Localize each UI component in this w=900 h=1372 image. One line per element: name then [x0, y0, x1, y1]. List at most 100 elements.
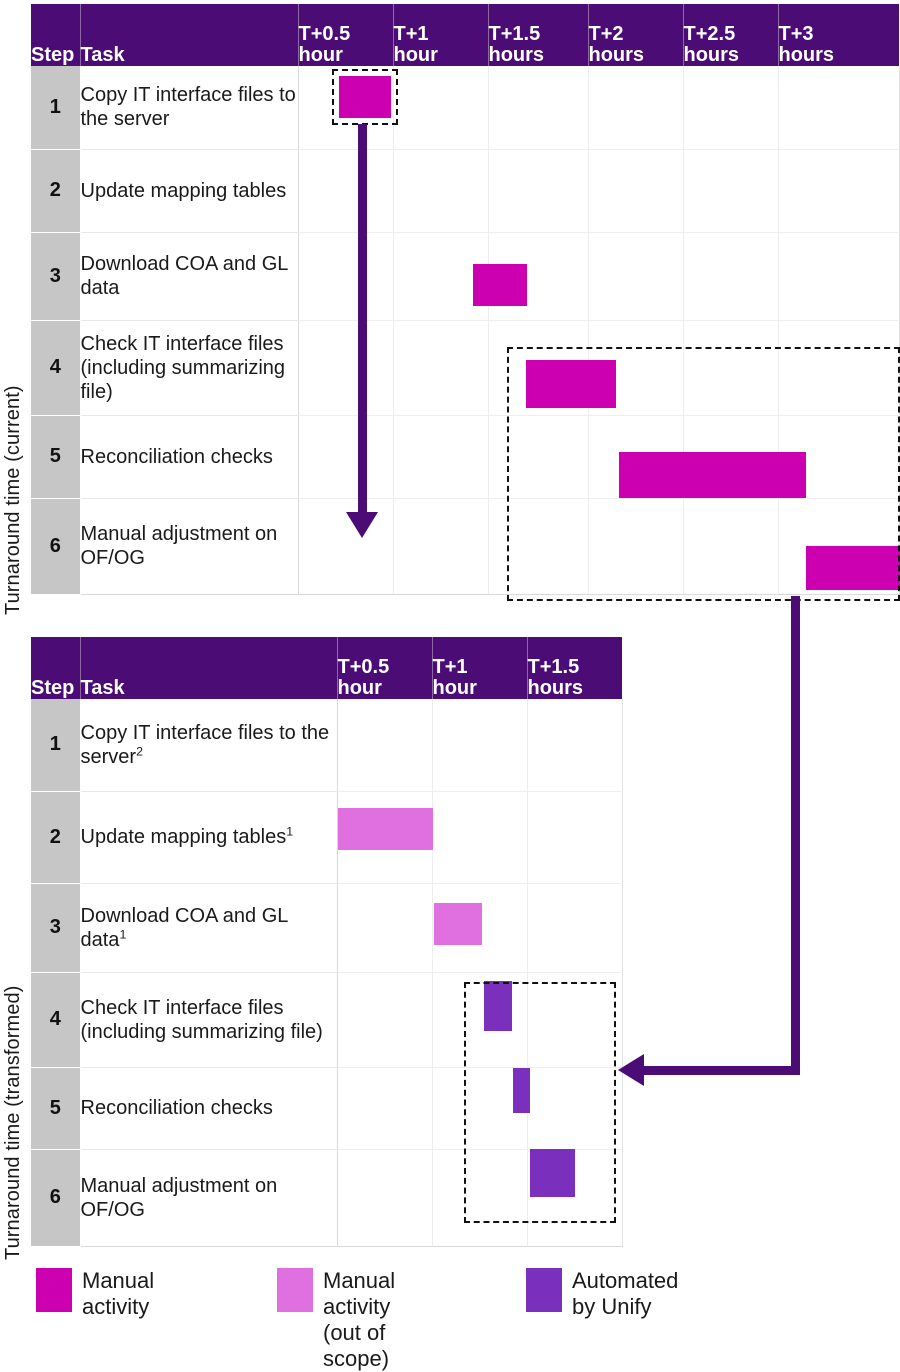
bar-current-step-3 — [473, 264, 527, 306]
col-header-t05: T+0.5 hour — [298, 4, 394, 66]
step-number: 4 — [31, 320, 81, 416]
step-number: 6 — [31, 1149, 81, 1246]
step-number: 6 — [31, 498, 81, 594]
bar-current-step-4 — [526, 360, 616, 408]
col-header-step: Step — [31, 4, 81, 66]
col-header-step: Step — [31, 637, 81, 699]
col-header-t05: T+0.5 hour — [337, 637, 433, 699]
table-row: 6 Manual adjustment on OF/OG — [31, 498, 900, 595]
slot-t1 — [393, 320, 489, 416]
slot-t1 — [393, 498, 489, 595]
slot-t2 — [588, 66, 684, 150]
slot-t1 — [393, 232, 489, 321]
slot-t05 — [298, 415, 394, 499]
task-text: Manual adjustment on OF/OG — [80, 1174, 278, 1221]
step-number: 4 — [31, 972, 81, 1068]
slot-t15 — [488, 66, 589, 150]
slot-t1 — [432, 699, 528, 792]
bar-transformed-step-6 — [530, 1149, 575, 1197]
task-label: Update mapping tables1 — [80, 791, 338, 884]
col-header-t2: T+2 hours — [588, 4, 684, 66]
col-header-t3: T+3 hours — [778, 4, 899, 66]
slot-t1 — [432, 1149, 528, 1247]
arrow-down-icon-current — [346, 512, 378, 538]
legend-item-manual-out-of-scope: Manual activity (out of scope) — [277, 1268, 395, 1372]
slot-t2 — [588, 320, 684, 416]
slot-t2 — [588, 498, 684, 595]
dashed-box-current-step-1 — [332, 69, 398, 125]
arrow-left-icon-between-tables — [618, 1054, 644, 1086]
step-number: 2 — [31, 149, 81, 233]
slot-t15 — [488, 415, 589, 499]
task-footnote-marker: 1 — [286, 824, 294, 839]
bar-current-step-6 — [806, 546, 900, 590]
slot-t05 — [337, 1149, 433, 1247]
dashed-box-current-steps-4-6 — [507, 347, 900, 601]
slot-t25 — [683, 149, 779, 233]
axis-label-transformed: Turnaround time (transformed) — [2, 985, 24, 1260]
slot-t15 — [527, 883, 623, 973]
task-label: Reconciliation checks — [80, 415, 299, 499]
slot-t15 — [527, 972, 623, 1068]
legend-label: Automated by Unify — [572, 1268, 679, 1319]
bar-current-step-1 — [339, 76, 391, 118]
legend-label: Manual activity — [82, 1268, 155, 1319]
bar-transformed-step-5 — [513, 1068, 530, 1113]
table-row: 2 Update mapping tables — [31, 149, 900, 233]
slot-t25 — [683, 66, 779, 150]
col-header-t15: T+1.5 hours — [527, 637, 622, 699]
bar-transformed-step-4 — [484, 981, 512, 1031]
table-row: 3 Download COA and GL data — [31, 232, 900, 321]
slot-t25 — [683, 232, 779, 321]
slot-t2 — [588, 232, 684, 321]
step-number: 1 — [31, 66, 81, 150]
task-footnote-marker: 2 — [136, 744, 143, 759]
task-label: Check IT interface files (including summ… — [80, 972, 338, 1068]
slot-t05 — [337, 883, 433, 973]
task-footnote-marker: 1 — [119, 926, 127, 941]
slot-t15 — [527, 791, 623, 884]
slot-t05 — [337, 972, 433, 1068]
table-current-header-row: Step Task T+0.5 hour T+1 hour T+1.5 hour… — [31, 4, 899, 66]
gantt-diagram: Turnaround time (current) Step Task T+0.… — [2, 4, 900, 1371]
col-header-task: Task — [80, 637, 338, 699]
connector-line-horizontal-between-tables — [644, 1066, 796, 1075]
slot-t3 — [778, 66, 900, 150]
slot-t1 — [393, 415, 489, 499]
table-row: 3 Download COA and GL data1 — [31, 883, 623, 973]
task-text: Check IT interface files (including summ… — [80, 996, 323, 1043]
task-label: Copy IT interface files to the server2 — [80, 699, 338, 792]
task-label: Copy IT interface files to the server — [80, 66, 299, 150]
table-row: 4 Check IT interface files (including su… — [31, 320, 900, 416]
slot-t1 — [432, 791, 528, 884]
slot-t15 — [527, 699, 623, 792]
table-transformed-header-row: Step Task T+0.5 hour T+1 hour T+1.5 hour… — [31, 637, 622, 699]
legend-swatch-manual — [36, 1268, 72, 1312]
task-text: Copy IT interface files to the server — [80, 721, 330, 768]
task-text: Update mapping tables — [80, 826, 287, 848]
table-row: 6 Manual adjustment on OF/OG — [31, 1149, 623, 1247]
bar-transformed-step-3 — [434, 903, 482, 945]
slot-t3 — [778, 149, 900, 233]
task-label: Download COA and GL data1 — [80, 883, 338, 973]
task-text: Download COA and GL data — [80, 904, 288, 951]
slot-t25 — [683, 498, 779, 595]
col-header-task: Task — [80, 4, 299, 66]
table-row: 5 Reconciliation checks — [31, 1067, 623, 1150]
task-label: Update mapping tables — [80, 149, 299, 233]
table-row: 1 Copy IT interface files to the server2 — [31, 699, 623, 792]
task-text: Reconciliation checks — [80, 1097, 273, 1119]
slot-t15 — [488, 149, 589, 233]
task-label: Download COA and GL data — [80, 232, 299, 321]
step-number: 3 — [31, 232, 81, 321]
step-number: 5 — [31, 415, 81, 499]
slot-t05 — [337, 1067, 433, 1150]
dashed-box-transformed-steps-4-6 — [464, 982, 616, 1223]
legend-swatch-manual-out-of-scope — [277, 1268, 313, 1312]
table-current: Step Task T+0.5 hour T+1 hour T+1.5 hour… — [31, 4, 900, 595]
axis-label-current: Turnaround time (current) — [2, 385, 24, 615]
slot-t05 — [298, 320, 394, 416]
step-number: 1 — [31, 699, 81, 792]
step-number: 3 — [31, 883, 81, 973]
col-header-t25: T+2.5 hours — [683, 4, 779, 66]
